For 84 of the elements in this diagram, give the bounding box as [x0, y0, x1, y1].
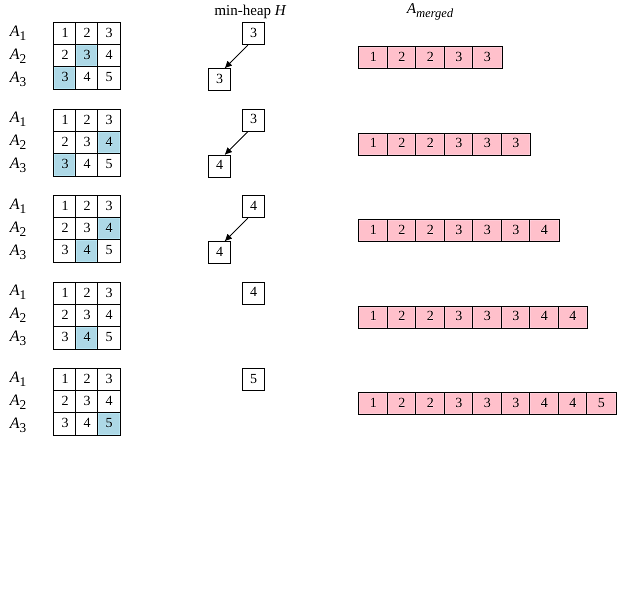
grid-cell: 3 [97, 22, 121, 46]
arrow [224, 218, 248, 242]
merged-array-cell: 2 [386, 46, 417, 69]
merged-array-cell: 1 [358, 392, 388, 415]
highlighted-grid-cell: 3 [53, 66, 77, 90]
row-label: A$_{1}$ [8, 368, 28, 391]
grid-cell: 3 [53, 412, 77, 436]
merged-array-cell: 2 [415, 306, 446, 328]
heap-node: 4 [208, 154, 231, 178]
merged-array-cell: 2 [415, 219, 446, 242]
merged-array-cell: 4 [558, 392, 588, 415]
merged-array-cell: 3 [444, 132, 474, 156]
row-label: A$_{2}$ [8, 45, 28, 68]
row-label: A$_{3}$ [8, 414, 28, 437]
heap-node: 4 [208, 241, 231, 264]
row-label: A$_{3}$ [8, 68, 28, 91]
merged-array-cell: 4 [529, 219, 560, 242]
arrow [224, 44, 248, 68]
merged-array-cell: 1 [358, 46, 388, 69]
grid-cell: 5 [97, 326, 121, 350]
grid-cell: 3 [53, 239, 77, 263]
highlighted-grid-cell: 4 [75, 239, 99, 263]
row-label: A$_{2}$ [8, 132, 28, 154]
heap-node: 4 [242, 195, 265, 218]
merged-array-cell: 3 [500, 219, 531, 242]
row-label: A$_{2}$ [8, 304, 28, 328]
grid-cell: 3 [97, 195, 121, 219]
grid-cell: 4 [97, 390, 121, 414]
column-heading: A$_{merged}$ [405, 0, 454, 22]
merged-array-cell: 4 [529, 306, 560, 328]
grid-cell: 3 [97, 108, 121, 132]
merged-array-cell: 3 [500, 132, 531, 156]
merged-array-cell: 3 [500, 306, 531, 328]
merged-array-cell: 1 [358, 132, 388, 156]
row-label: A$_{1}$ [8, 22, 28, 45]
grid-cell: 3 [97, 368, 121, 392]
merged-array-cell: 2 [415, 392, 446, 415]
merged-array-cell: 3 [444, 306, 474, 328]
merged-array-cell: 3 [444, 46, 474, 69]
merged-array-cell: 2 [386, 392, 417, 415]
merged-array-cell: 3 [472, 392, 502, 415]
merged-array-cell: 2 [386, 132, 417, 156]
row-label: A$_{3}$ [8, 328, 28, 350]
highlighted-grid-cell: 4 [97, 217, 121, 241]
column-heading: min-heap H [213, 2, 288, 20]
arrow [224, 131, 248, 155]
merged-array-cell: 2 [415, 46, 446, 69]
row-label: A$_{3}$ [8, 154, 28, 178]
grid-cell: 5 [97, 152, 121, 176]
grid-cell: 5 [97, 239, 121, 263]
row-label: A$_{3}$ [8, 241, 28, 264]
row-label: A$_{1}$ [8, 195, 28, 218]
row-label: A$_{2}$ [8, 218, 28, 241]
grid-cell: 4 [75, 66, 99, 90]
grid-cell: 5 [97, 66, 121, 90]
merged-array-cell: 1 [358, 306, 388, 328]
merged-array-cell: 2 [386, 306, 417, 328]
merged-array-cell: 1 [358, 219, 388, 242]
heap-node: 3 [242, 22, 265, 45]
row-label: A$_{1}$ [8, 282, 28, 304]
heap-node: 3 [208, 68, 231, 91]
row-label: A$_{2}$ [8, 391, 28, 414]
row-label: A$_{1}$ [8, 108, 28, 132]
merged-array-cell: 2 [386, 219, 417, 242]
grid-cell: 4 [97, 304, 121, 328]
grid-cell: 4 [97, 44, 121, 68]
merged-array-cell: 4 [558, 306, 588, 328]
heap-node: 3 [242, 108, 265, 132]
highlighted-grid-cell: 4 [97, 130, 121, 154]
merged-array-cell: 2 [415, 132, 446, 156]
heap-node: 4 [242, 282, 265, 304]
merged-array-cell: 4 [529, 392, 560, 415]
merged-array-cell: 5 [586, 392, 616, 415]
heap-node: 5 [242, 368, 265, 391]
highlighted-grid-cell: 5 [97, 412, 121, 436]
merged-array-cell: 3 [444, 392, 474, 415]
merged-array-cell: 3 [472, 219, 502, 242]
merged-array-cell: 3 [472, 306, 502, 328]
grid-cell: 4 [75, 412, 99, 436]
grid-cell: 3 [97, 282, 121, 306]
merged-array-cell: 3 [500, 392, 531, 415]
merged-array-cell: 3 [472, 46, 502, 69]
merged-array-cell: 3 [472, 132, 502, 156]
merged-array-cell: 3 [444, 219, 474, 242]
